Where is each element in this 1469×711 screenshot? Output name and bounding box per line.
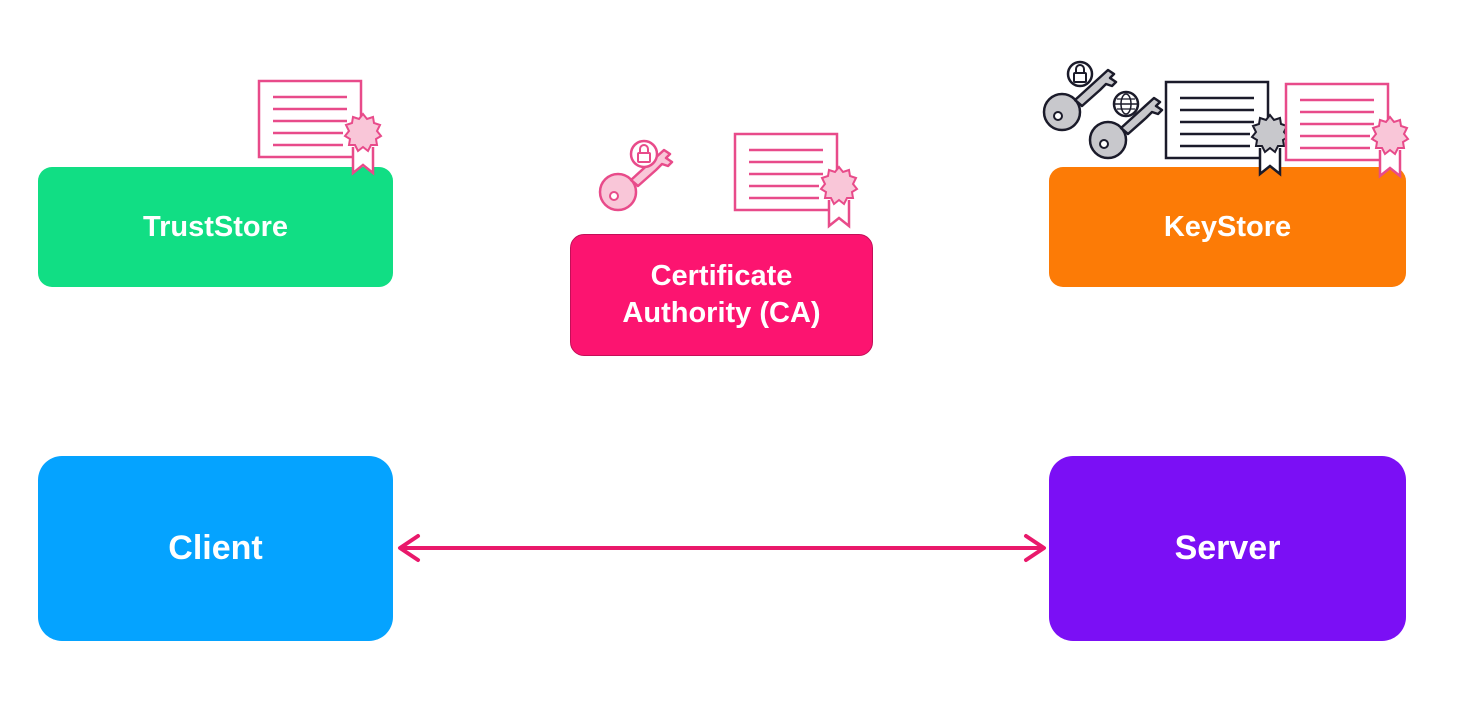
server-label: Server <box>1174 529 1281 567</box>
keystore-label: KeyStore <box>1163 210 1292 243</box>
ca-label-line1: Certificate <box>650 260 793 292</box>
keystore-box: KeyStore <box>1049 167 1406 287</box>
certificate-authority-box: Certificate Authority (CA) <box>570 234 873 356</box>
key-globe-icon-keystore <box>1088 90 1164 160</box>
certificate-dark-icon-keystore <box>1164 80 1290 176</box>
client-label: Client <box>168 529 263 567</box>
certificate-icon-keystore <box>1284 82 1410 178</box>
truststore-label: TrustStore <box>142 210 289 243</box>
ca-label-line2: Authority (CA) <box>622 297 821 329</box>
server-box: Server <box>1049 456 1406 641</box>
key-lock-icon-ca <box>598 139 674 212</box>
certificate-icon-truststore <box>257 79 383 175</box>
key-lock-icon-keystore <box>1042 60 1118 132</box>
client-server-arrow <box>398 534 1046 562</box>
certificate-icon-ca <box>733 132 859 228</box>
truststore-box: TrustStore <box>38 167 393 287</box>
client-box: Client <box>38 456 393 641</box>
